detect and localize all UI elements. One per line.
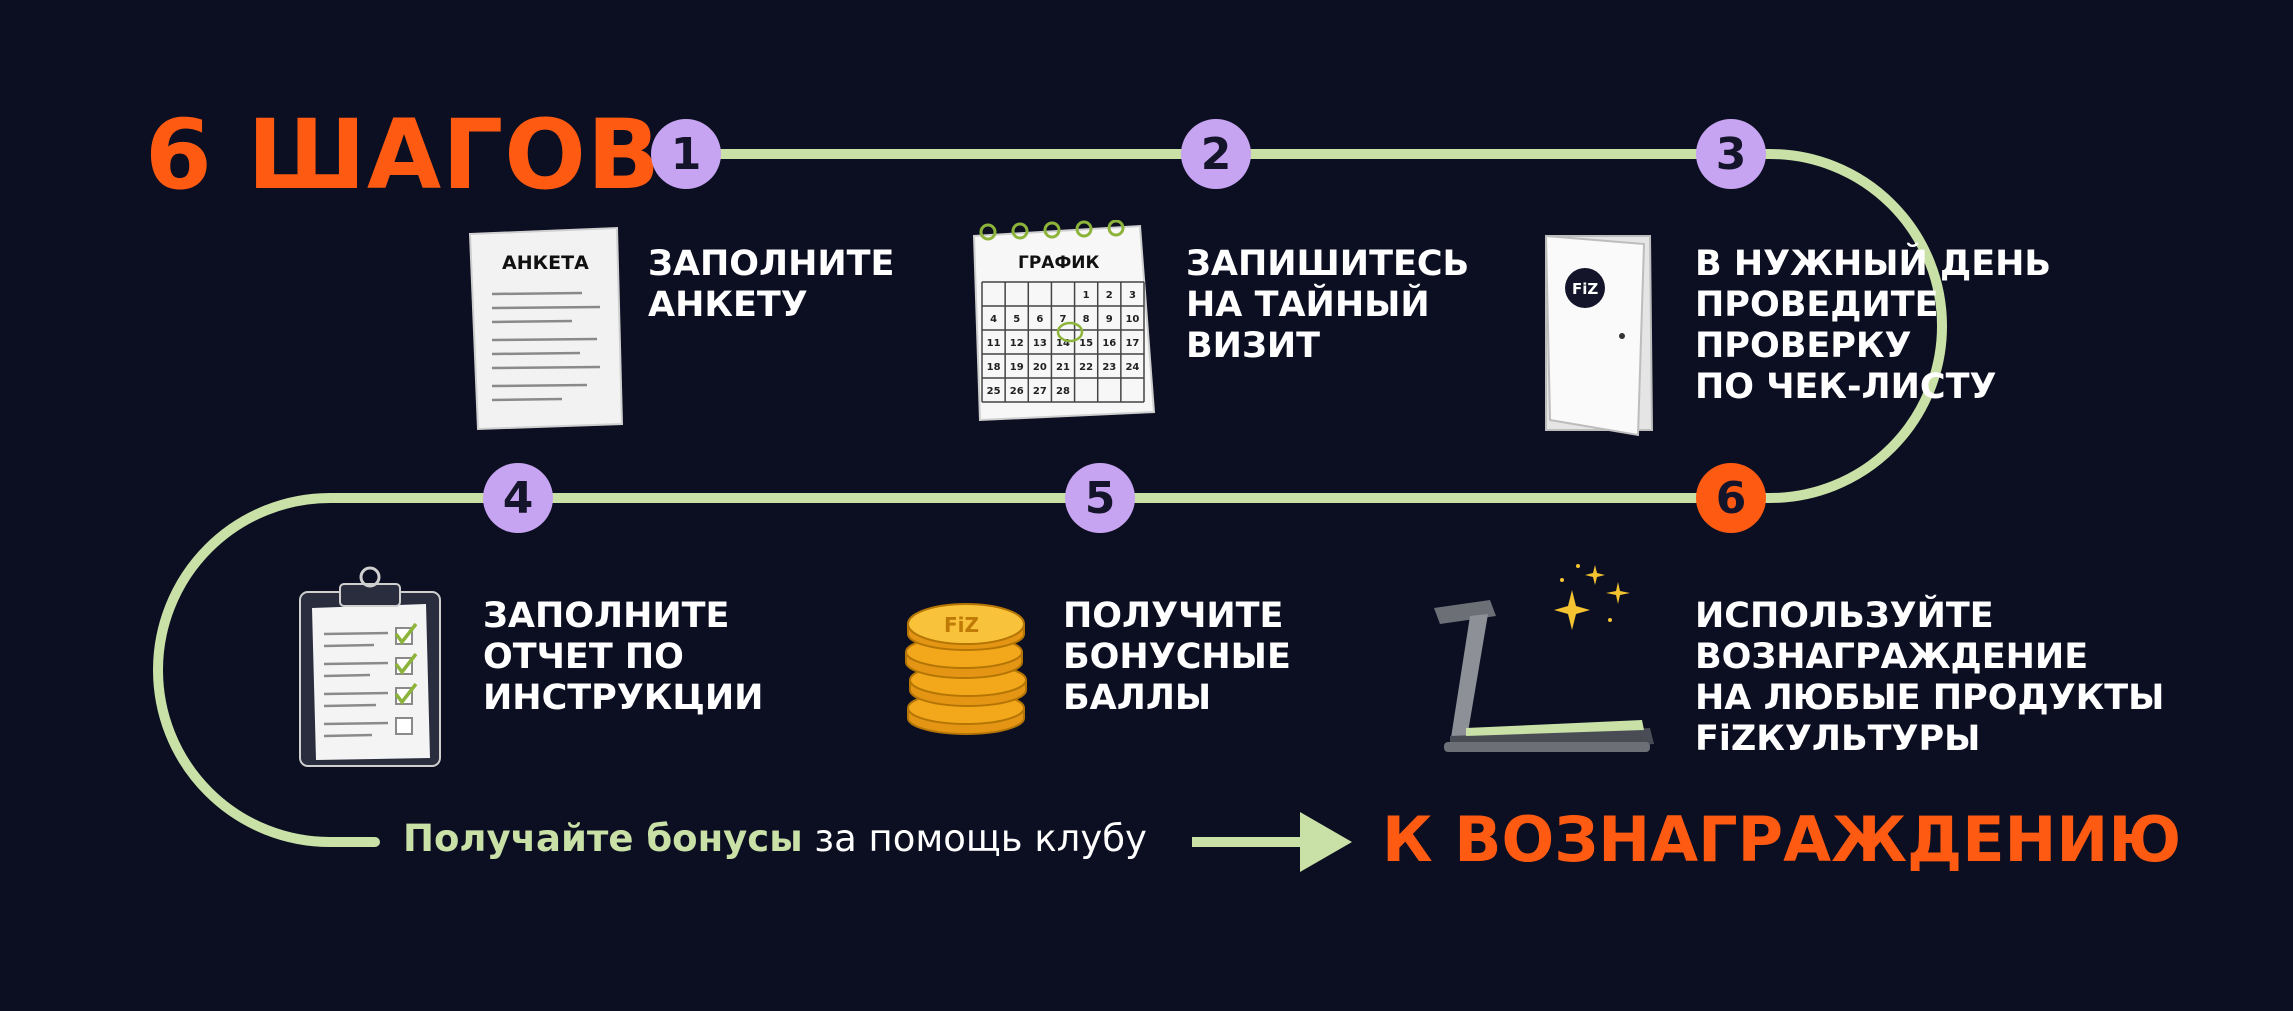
step-number: 2 — [1200, 128, 1232, 180]
step-line: ВОЗНАГРАЖДЕНИЕ — [1695, 637, 2089, 677]
step-number: 4 — [502, 472, 534, 524]
calendar-highlight-circle — [1056, 321, 1084, 343]
calendar-day: 5 — [1013, 314, 1020, 325]
calendar-day: 23 — [1102, 362, 1116, 373]
step-text-3: В НУЖНЫЙ ДЕНЬ ПРОВЕДИТЕ ПРОВЕРКУ ПО ЧЕК-… — [1695, 244, 2051, 408]
step-badge-1: 1 — [651, 119, 721, 189]
calendar-day: 4 — [990, 314, 997, 325]
step-line: FiZКУЛЬТУРЫ — [1695, 719, 1981, 759]
calendar-day: 19 — [1010, 362, 1024, 373]
sparkles — [1554, 564, 1630, 630]
calendar-day: 24 — [1125, 362, 1139, 373]
reward-heading: К ВОЗНАГРАЖДЕНИЮ — [1382, 803, 2182, 876]
bottom-caption: Получайте бонусы за помощь клубу — [403, 816, 1147, 862]
step-line: ИНСТРУКЦИИ — [483, 678, 764, 718]
questionnaire-label: АНКЕТА — [502, 252, 589, 274]
step-text-2: ЗАПИШИТЕСЬ НА ТАЙНЫЙ ВИЗИТ — [1186, 244, 1469, 367]
path-line — [153, 149, 1947, 847]
step-line: НА ЛЮБЫЕ ПРОДУКТЫ — [1695, 678, 2165, 718]
arrow-head — [1300, 812, 1352, 872]
step-line: ЗАПОЛНИТЕ — [648, 244, 895, 284]
step-number: 3 — [1715, 128, 1747, 180]
step-text-6: ИСПОЛЬЗУЙТЕ ВОЗНАГРАЖДЕНИЕ НА ЛЮБЫЕ ПРОД… — [1695, 596, 2164, 760]
step-line: ЗАПИШИТЕСЬ — [1186, 244, 1470, 284]
calendar-day: 22 — [1079, 362, 1093, 373]
door-logo: FiZ — [1572, 280, 1598, 298]
step-badge-3: 3 — [1696, 119, 1766, 189]
step-badge-6: 6 — [1696, 463, 1766, 533]
questionnaire-icon: АНКЕТА — [468, 226, 624, 431]
calendar-day: 3 — [1129, 290, 1136, 301]
step-line: ПРОВЕДИТЕ — [1695, 285, 1939, 325]
step-line: В НУЖНЫЙ ДЕНЬ — [1695, 244, 2052, 284]
calendar-day: 20 — [1033, 362, 1047, 373]
door-icon: FiZ — [1544, 234, 1654, 437]
calendar-day: 7 — [1060, 314, 1067, 325]
step-line: АНКЕТУ — [648, 285, 808, 325]
step-line: ПРОВЕРКУ — [1695, 326, 1912, 366]
step-line: НА ТАЙНЫЙ — [1186, 285, 1430, 325]
calendar-day: 10 — [1125, 314, 1139, 325]
step-line: ИСПОЛЬЗУЙТЕ — [1695, 596, 1994, 636]
calendar-title: ГРАФИК — [1018, 253, 1100, 273]
step-line: ПО ЧЕК-ЛИСТУ — [1695, 367, 1997, 407]
calendar-grid — [981, 281, 1145, 403]
calendar-day: 25 — [987, 386, 1001, 397]
step-text-4: ЗАПОЛНИТЕ ОТЧЕТ ПО ИНСТРУКЦИИ — [483, 596, 763, 719]
calendar-day: 2 — [1106, 290, 1113, 301]
step-number: 6 — [1715, 472, 1747, 524]
step-number: 1 — [670, 128, 702, 180]
calendar-day: 28 — [1056, 386, 1070, 397]
calendar-day: 16 — [1102, 338, 1116, 349]
calendar-day: 8 — [1083, 314, 1090, 325]
step-line: БАЛЛЫ — [1063, 678, 1212, 718]
calendar-day: 21 — [1056, 362, 1070, 373]
step-line: ОТЧЕТ ПО — [483, 637, 684, 677]
coins-icon: FiZ — [905, 603, 1027, 735]
clipboard-icon — [299, 566, 441, 767]
step-line: ЗАПОЛНИТЕ — [483, 596, 730, 636]
step-line: ВИЗИТ — [1186, 326, 1321, 366]
calendar-day: 13 — [1033, 338, 1047, 349]
step-number: 5 — [1084, 472, 1116, 524]
calendar-day: 18 — [987, 362, 1001, 373]
step-badge-5: 5 — [1065, 463, 1135, 533]
treadmill-icon — [1434, 564, 1654, 752]
calendar-day: 11 — [987, 338, 1001, 349]
step-line: ПОЛУЧИТЕ — [1063, 596, 1284, 636]
coin-logo: FiZ — [944, 613, 979, 637]
calendar-day: 15 — [1079, 338, 1093, 349]
calendar-day: 9 — [1106, 314, 1113, 325]
step-line: БОНУСНЫЕ — [1063, 637, 1291, 677]
bottom-caption-rest: за помощь клубу — [802, 817, 1147, 860]
step-badge-4: 4 — [483, 463, 553, 533]
calendar-day: 12 — [1010, 338, 1024, 349]
page-title: 6 ШАГОВ — [145, 99, 662, 211]
step-text-1: ЗАПОЛНИТЕ АНКЕТУ — [648, 244, 894, 326]
bottom-caption-accent: Получайте бонусы — [403, 817, 803, 860]
step-text-5: ПОЛУЧИТЕ БОНУСНЫЕ БАЛЛЫ — [1063, 596, 1291, 719]
calendar-day: 14 — [1056, 338, 1070, 349]
calendar-day: 27 — [1033, 386, 1047, 397]
calendar-day: 1 — [1083, 290, 1090, 301]
step-badge-2: 2 — [1181, 119, 1251, 189]
calendar-day: 26 — [1010, 386, 1024, 397]
calendar-day: 6 — [1036, 314, 1043, 325]
calendar-day: 17 — [1125, 338, 1139, 349]
